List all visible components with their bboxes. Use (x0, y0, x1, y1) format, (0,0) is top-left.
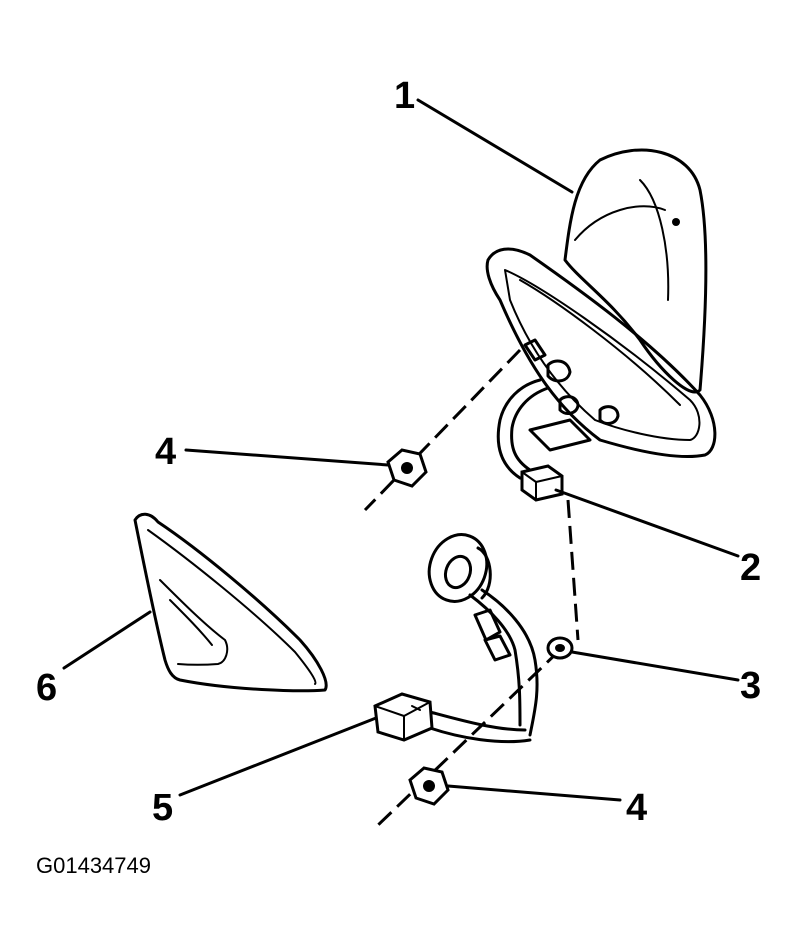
alignment-line-upper (363, 348, 522, 512)
leader-1 (416, 98, 574, 194)
leader-3 (570, 650, 740, 682)
alignment-line-connector (566, 499, 580, 641)
callout-5: 5 (152, 787, 173, 829)
callout-1: 1 (394, 75, 415, 117)
callout-2: 2 (740, 547, 761, 589)
nut-upper-part (386, 448, 428, 488)
leader-2 (554, 488, 740, 558)
mirror-connector-part (520, 464, 564, 502)
callout-4-upper: 4 (155, 431, 176, 473)
sail-cover-part (133, 512, 328, 693)
nut-lower-part (408, 766, 450, 806)
grommet-harness-part (427, 533, 574, 744)
leader-4-lower (446, 784, 622, 802)
leader-4-upper (184, 448, 390, 467)
leader-5 (178, 716, 378, 797)
callout-4-lower: 4 (626, 787, 647, 829)
mirror-assembly-part (485, 148, 717, 480)
figure-id: G01434749 (36, 853, 151, 878)
leader-6 (62, 610, 152, 670)
alignment-line-lower (373, 648, 562, 830)
callout-6: 6 (36, 667, 57, 709)
callout-3: 3 (740, 665, 761, 707)
harness-connector-part (373, 692, 434, 742)
